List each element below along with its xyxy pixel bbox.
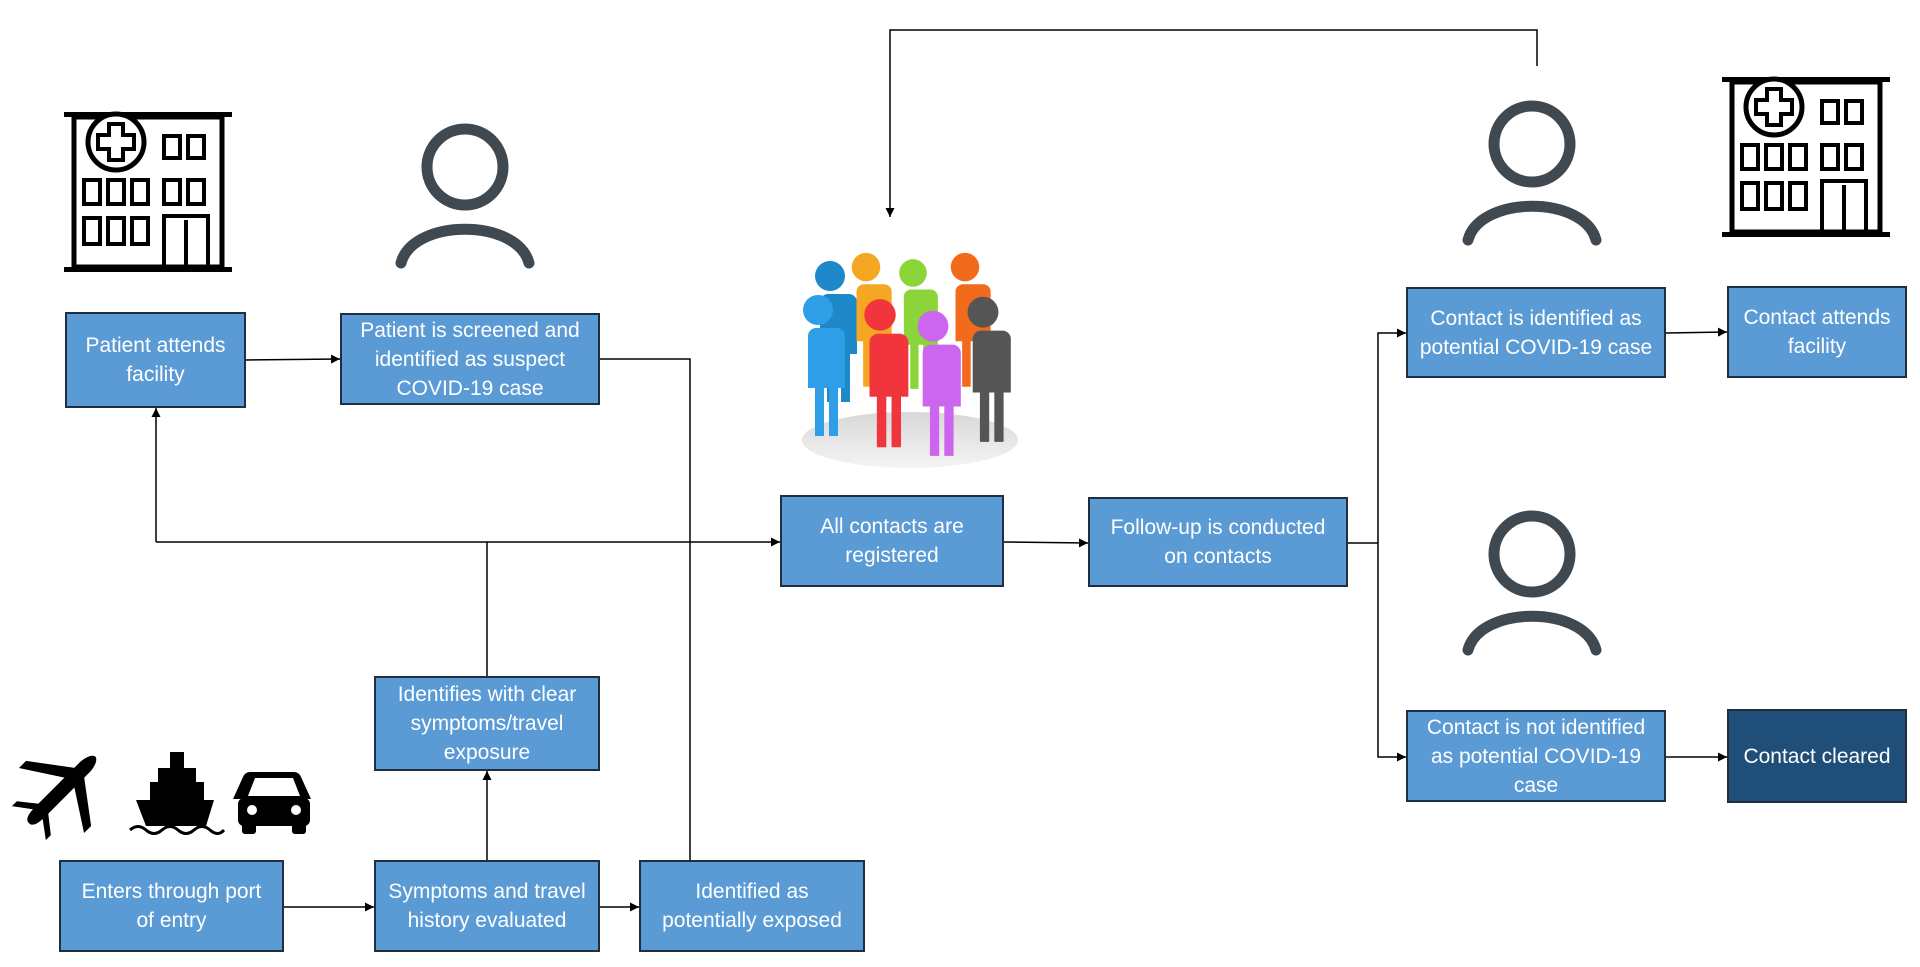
- contact-attends-facility-label: Contact attends facility: [1743, 306, 1891, 358]
- follow-up-box: Follow-up is conducted on contacts: [1088, 497, 1348, 587]
- arrow-patient-attends-to-screened: [245, 354, 341, 364]
- all-contacts-registered-box: All contacts are registered: [780, 495, 1004, 587]
- person-icon: [1468, 516, 1596, 650]
- arrow-identified-to-attends: [1665, 327, 1728, 337]
- all-contacts-registered-label: All contacts are registered: [820, 515, 964, 567]
- potentially-exposed-label: Identified as potentially exposed: [662, 880, 842, 932]
- connectors: [151, 29, 1728, 912]
- person-icon: [401, 129, 529, 263]
- patient-attends-facility-label: Patient attends facility: [85, 334, 226, 386]
- arrow-feedback-loop: [885, 29, 1538, 217]
- contact-not-identified-label: Contact is not identified as potential C…: [1426, 715, 1646, 797]
- contact-identified-label: Contact is identified as potential COVID…: [1419, 306, 1653, 359]
- enters-port-of-entry-box: Enters through port of entry: [59, 860, 284, 952]
- follow-up-label: Follow-up is conducted on contacts: [1110, 516, 1326, 568]
- contact-cleared-box: Contact cleared: [1727, 709, 1907, 803]
- symptoms-evaluated-label: Symptoms and travel history evaluated: [388, 880, 586, 932]
- hospital-icon: [1722, 77, 1890, 237]
- patient-screened-box: Patient is screened and identified as su…: [340, 313, 600, 405]
- crowd-icon: [799, 252, 1018, 468]
- symptoms-evaluated-box: Symptoms and travel history evaluated: [374, 860, 600, 952]
- patient-attends-facility-box: Patient attends facility: [65, 312, 246, 408]
- line-screened-to-exposed: [600, 358, 691, 860]
- ship-icon: [129, 752, 226, 835]
- contact-not-identified-box: Contact is not identified as potential C…: [1406, 710, 1666, 802]
- arrow-branch-to-not-identified: [1377, 543, 1406, 762]
- enters-port-of-entry-label: Enters through port of entry: [81, 880, 262, 932]
- potentially-exposed-box: Identified as potentially exposed: [639, 860, 865, 952]
- contact-attends-facility-box: Contact attends facility: [1727, 286, 1907, 378]
- airplane-icon: [11, 755, 97, 841]
- identifies-clear-symptoms-box: Identifies with clear symptoms/travel ex…: [374, 676, 600, 771]
- arrow-branch-to-identified: [1377, 328, 1406, 543]
- arrow-contacts-to-followup: [1003, 538, 1089, 548]
- contact-identified-box: Contact is identified as potential COVID…: [1406, 287, 1666, 378]
- hospital-icon: [64, 112, 232, 272]
- car-icon: [233, 772, 311, 834]
- identifies-clear-symptoms-label: Identifies with clear symptoms/travel ex…: [397, 683, 577, 764]
- person-icon: [1468, 106, 1596, 240]
- contact-cleared-label: Contact cleared: [1743, 744, 1891, 768]
- patient-screened-label: Patient is screened and identified as su…: [360, 318, 580, 400]
